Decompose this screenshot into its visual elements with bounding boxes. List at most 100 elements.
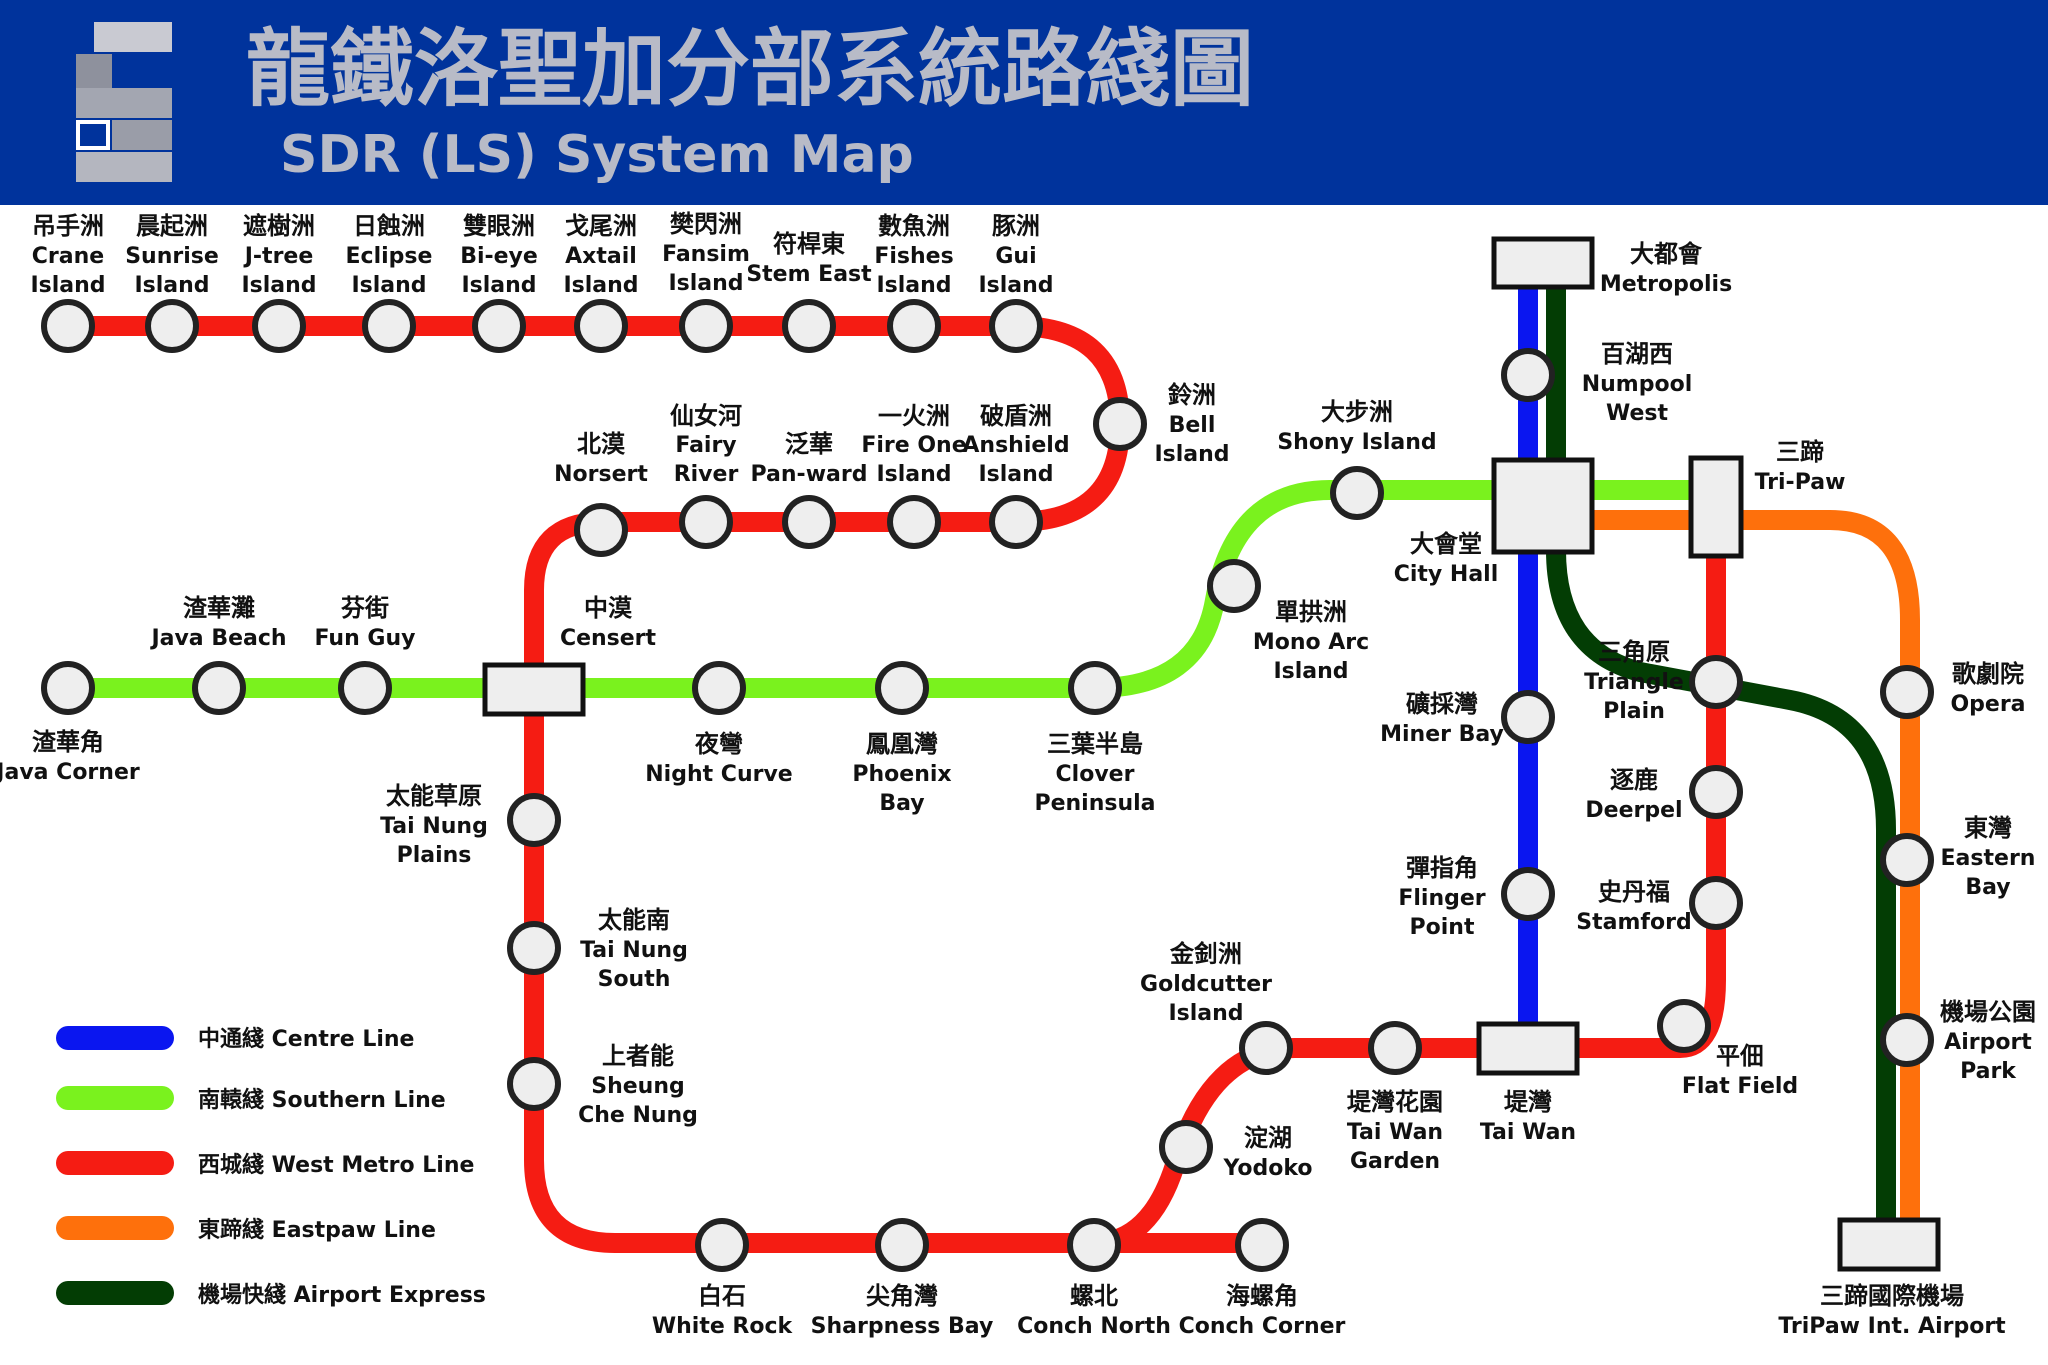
station-panward[interactable]	[782, 495, 836, 549]
station-sheung[interactable]	[507, 1057, 561, 1111]
station-flinger[interactable]	[1501, 867, 1555, 921]
label-opera-zh: 歌劇院	[1952, 659, 2024, 688]
label-whiterock-zh: 白石	[698, 1281, 746, 1310]
label-nightcurve-zh: 夜彎	[694, 729, 743, 758]
station-easternbay[interactable]	[1880, 833, 1934, 887]
censert-interchange[interactable]	[482, 662, 586, 717]
station-fansim[interactable]	[679, 299, 733, 353]
station-deerpel[interactable]	[1689, 765, 1743, 819]
label-censert-en1: Censert	[560, 626, 657, 651]
label-javabeach-en1: Java Beach	[149, 626, 286, 651]
tripawairport-interchange[interactable]	[1837, 1217, 1941, 1272]
label-tainungsouth-en2: South	[598, 967, 671, 992]
station-norsert[interactable]	[574, 503, 628, 557]
label-taiwangarden-en2: Garden	[1350, 1149, 1440, 1174]
taiwan-interchange[interactable]	[1476, 1021, 1580, 1076]
station-monoarc[interactable]	[1207, 559, 1261, 613]
station-crane[interactable]	[41, 299, 95, 353]
station-numpool[interactable]	[1501, 348, 1555, 402]
label-tainungplains-en1: Tai Nung	[380, 814, 488, 839]
station-stamford[interactable]	[1689, 876, 1743, 930]
station-clover[interactable]	[1068, 661, 1122, 715]
label-flatfield-en1: Flat Field	[1682, 1074, 1798, 1099]
legend-airport-label: 機場快綫 Airport Express	[198, 1282, 486, 1308]
station-minerbay[interactable]	[1501, 690, 1555, 744]
label-fishes-en1: Fishes	[874, 244, 953, 269]
label-tripaw-en1: Tri-Paw	[1755, 470, 1846, 495]
label-panward-en1: Pan-ward	[751, 462, 868, 487]
station-stemeast[interactable]	[782, 299, 836, 353]
station-yodoko[interactable]	[1159, 1120, 1213, 1174]
label-crane-en1: Crane	[32, 244, 104, 269]
label-yodoko-en1: Yodoko	[1222, 1156, 1312, 1181]
eastpaw-line	[1544, 510, 1920, 1242]
label-tainungsouth-en1: Tai Nung	[580, 938, 688, 963]
legend-centre-label: 中通綫 Centre Line	[198, 1026, 414, 1052]
label-bell-en2: Island	[1154, 442, 1229, 467]
label-taiwan-zh: 堤灣	[1504, 1087, 1552, 1116]
legend-west-label: 西城綫 West Metro Line	[198, 1152, 474, 1178]
station-sunrise[interactable]	[145, 299, 199, 353]
label-cityhall-en1: City Hall	[1394, 562, 1499, 587]
label-jtree-en2: Island	[241, 273, 316, 298]
station-flatfield[interactable]	[1657, 999, 1711, 1053]
station-shony[interactable]	[1330, 466, 1384, 520]
station-tainungsouth[interactable]	[507, 921, 561, 975]
station-airportpark[interactable]	[1880, 1013, 1934, 1067]
label-deerpel-zh: 逐鹿	[1610, 765, 1658, 794]
station-eclipse[interactable]	[362, 299, 416, 353]
station-fishes[interactable]	[887, 299, 941, 353]
station-tainungplains[interactable]	[507, 793, 561, 847]
label-flinger-en2: Point	[1410, 915, 1475, 940]
station-sharpness[interactable]	[875, 1218, 929, 1272]
station-gui[interactable]	[989, 299, 1043, 353]
label-bieye-en2: Island	[461, 273, 536, 298]
label-monoarc-zh: 單拱洲	[1275, 597, 1347, 626]
metropolis-interchange[interactable]	[1491, 236, 1595, 290]
station-opera[interactable]	[1880, 665, 1934, 719]
station-triangle[interactable]	[1689, 655, 1743, 709]
station-nightcurve[interactable]	[692, 661, 746, 715]
label-goldcutter-zh: 金釗洲	[1169, 939, 1242, 968]
label-easternbay-zh: 東灣	[1964, 813, 2012, 842]
station-javacorner[interactable]	[41, 661, 95, 715]
label-gui-zh: 豚洲	[991, 211, 1040, 240]
station-anshield[interactable]	[989, 495, 1043, 549]
label-javacorner-en1: Java Corner	[0, 760, 140, 785]
station-bieye[interactable]	[472, 299, 526, 353]
label-phoenix-en2: Bay	[879, 791, 924, 816]
cityhall-interchange[interactable]	[1491, 457, 1595, 555]
label-norsert-zh: 北漠	[577, 429, 626, 458]
label-clover-zh: 三葉半島	[1047, 729, 1143, 758]
label-gui-en1: Gui	[995, 244, 1036, 269]
label-anshield-zh: 破盾洲	[980, 401, 1052, 430]
station-phoenix[interactable]	[875, 661, 929, 715]
station-whiterock[interactable]	[695, 1218, 749, 1272]
label-numpool-zh: 百湖西	[1601, 339, 1673, 368]
label-minerbay-zh: 礦採灣	[1406, 689, 1478, 718]
station-bell[interactable]	[1093, 397, 1147, 451]
station-conchnorth[interactable]	[1067, 1218, 1121, 1272]
station-javabeach[interactable]	[192, 661, 246, 715]
station-taiwangarden[interactable]	[1368, 1021, 1422, 1075]
label-fireone-en1: Fire One	[861, 433, 966, 458]
label-flinger-zh: 彈指角	[1406, 853, 1478, 882]
label-tainungplains-en2: Plains	[397, 843, 472, 868]
label-taiwangarden-en1: Tai Wan	[1347, 1120, 1443, 1145]
label-axtail-en1: Axtail	[565, 244, 637, 269]
tripaw-interchange[interactable]	[1688, 455, 1744, 559]
station-jtree[interactable]	[252, 299, 306, 353]
label-tainungplains-zh: 太能草原	[386, 781, 482, 810]
station-funguy[interactable]	[338, 661, 392, 715]
station-axtail[interactable]	[574, 299, 628, 353]
station-fairy[interactable]	[679, 495, 733, 549]
label-phoenix-zh: 鳳凰灣	[866, 729, 938, 758]
label-conchnorth-zh: 螺北	[1070, 1281, 1118, 1310]
label-triangle-en2: Plain	[1603, 699, 1665, 724]
station-fireone[interactable]	[887, 495, 941, 549]
station-conchcorner[interactable]	[1235, 1218, 1289, 1272]
station-goldcutter[interactable]	[1239, 1021, 1293, 1075]
label-sunrise-zh: 晨起洲	[136, 211, 208, 240]
label-airportpark-en2: Park	[1960, 1059, 2017, 1084]
